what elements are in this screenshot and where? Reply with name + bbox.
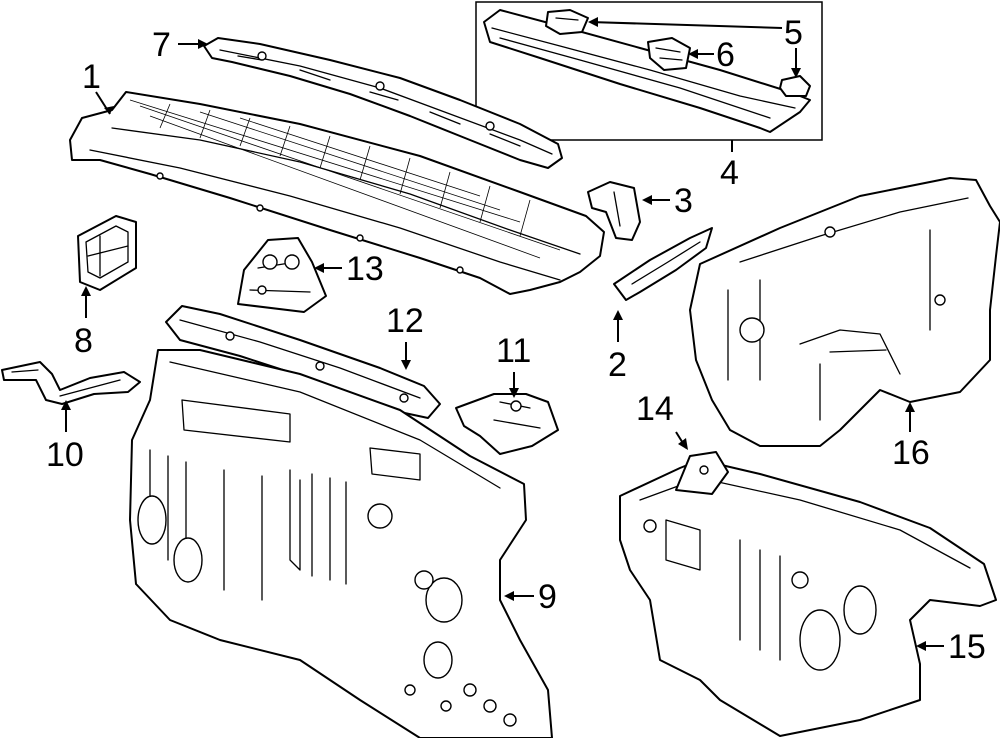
- callout-12: 12: [386, 302, 424, 370]
- callout-13-label: 13: [346, 250, 384, 288]
- callout-16-label: 16: [892, 434, 930, 472]
- part-11-mount-bracket[interactable]: [455, 393, 559, 455]
- callout-12-label: 12: [386, 302, 424, 340]
- callout-5: 5: [588, 14, 803, 78]
- callout-2: 2: [608, 310, 627, 384]
- callout-4: 4: [720, 140, 739, 192]
- callout-1-label: 1: [82, 58, 101, 96]
- callout-11-label: 11: [496, 332, 531, 370]
- callout-4-label: 4: [720, 154, 739, 192]
- callout-3-label: 3: [674, 182, 693, 220]
- part-10-support-bracket[interactable]: [1, 361, 141, 405]
- callout-7-label: 7: [152, 26, 171, 64]
- callout-10: 10: [46, 400, 84, 474]
- callout-7: 7: [152, 26, 208, 64]
- part-15-dash-insulator-outer[interactable]: [619, 459, 997, 737]
- part-1-cowl-grille-panel[interactable]: [69, 91, 605, 295]
- callout-11: 11: [496, 332, 531, 398]
- part-12-dash-reinforcement[interactable]: [165, 305, 441, 419]
- callout-8-label: 8: [74, 322, 93, 360]
- part-4-group-box: [475, 1, 823, 141]
- part-5-clip-bracket[interactable]: [545, 9, 811, 97]
- callout-6-label: 6: [716, 36, 735, 74]
- callout-15: 15: [916, 628, 986, 666]
- part-9-dash-panel[interactable]: [129, 349, 553, 738]
- callout-1: 1: [82, 58, 114, 115]
- callout-6: 6: [688, 36, 735, 74]
- callout-9: 9: [504, 578, 557, 616]
- callout-14: 14: [636, 390, 688, 450]
- callout-5-label: 5: [784, 14, 803, 52]
- part-7-cowl-upper-panel[interactable]: [203, 37, 563, 169]
- callout-14-label: 14: [636, 390, 674, 428]
- part-8-grommet-cover[interactable]: [77, 215, 137, 291]
- callout-10-label: 10: [46, 436, 84, 474]
- part-2-side-bracket[interactable]: [613, 227, 713, 301]
- callout-15-label: 15: [948, 628, 986, 666]
- part-14-insulator-tab[interactable]: [675, 451, 729, 495]
- part-4-cowl-top-panel[interactable]: [483, 9, 811, 133]
- part-3-small-bracket[interactable]: [587, 181, 641, 241]
- callout-2-label: 2: [608, 346, 627, 384]
- callout-8: 8: [74, 286, 93, 360]
- callout-9-label: 9: [538, 578, 557, 616]
- part-16-dash-insulator-inner[interactable]: [689, 177, 1000, 447]
- callout-13: 13: [314, 250, 384, 288]
- part-6-reinforcement-bracket[interactable]: [647, 37, 691, 71]
- callout-3: 3: [642, 182, 693, 220]
- part-13-hinge-bracket[interactable]: [237, 237, 327, 313]
- callout-16: 16: [892, 402, 930, 472]
